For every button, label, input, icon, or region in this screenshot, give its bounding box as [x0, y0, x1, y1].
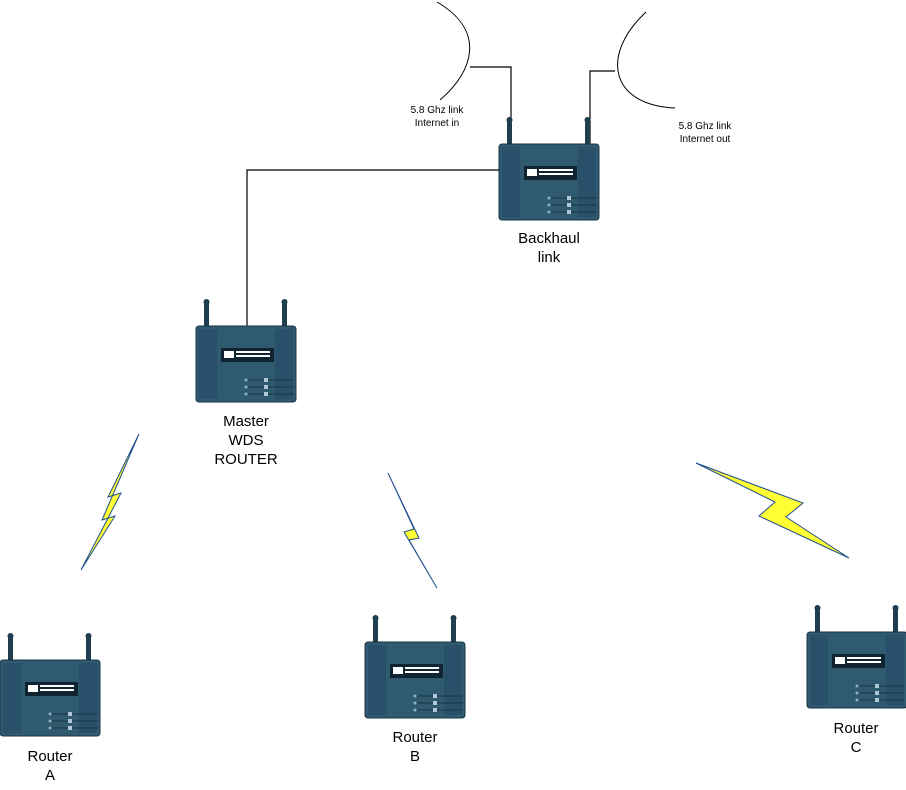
link-out-label: 5.8 Ghz link Internet out — [660, 120, 750, 146]
master-router-icon — [195, 298, 297, 403]
wireless-bolt-c-icon — [695, 462, 850, 559]
router-c-label-line2: C — [850, 739, 862, 756]
router-b-label-line2: B — [409, 748, 420, 765]
router-b-label: Router B — [365, 728, 465, 766]
wireless-bolt-b-icon — [387, 472, 438, 589]
cable-backhaul-master — [246, 169, 502, 338]
link-in-label-line2: Internet in — [414, 118, 460, 129]
link-in-label-line1: 5.8 Ghz link — [410, 105, 464, 116]
master-label: Master WDS ROUTER — [196, 412, 296, 469]
router-b-icon — [364, 614, 466, 719]
backhaul-label-line1: Backhaul — [518, 230, 580, 247]
router-c-icon — [806, 604, 906, 709]
feed-line-out — [589, 70, 615, 150]
master-label-line3: ROUTER — [214, 451, 278, 468]
router-b-label-line1: Router — [392, 729, 438, 746]
router-a-label-line1: Router — [27, 748, 73, 765]
router-c-label: Router C — [806, 719, 906, 757]
router-c-label-line1: Router — [833, 720, 879, 737]
router-a-label: Router A — [0, 747, 100, 785]
router-a-label-line2: A — [44, 767, 55, 784]
link-out-label-line1: 5.8 Ghz link — [678, 121, 732, 132]
backhaul-label-line2: link — [537, 249, 561, 266]
link-in-label: 5.8 Ghz link Internet in — [392, 104, 482, 130]
dish-in-icon — [436, 1, 471, 101]
router-a-icon — [0, 632, 101, 737]
backhaul-label: Backhaul link — [500, 229, 598, 267]
master-label-line1: Master — [223, 413, 269, 430]
link-out-label-line2: Internet out — [679, 134, 731, 145]
master-label-line2: WDS — [228, 432, 264, 449]
backhaul-router-icon — [498, 116, 600, 221]
dish-out-icon — [617, 11, 676, 109]
wireless-bolt-a-icon — [80, 433, 140, 571]
